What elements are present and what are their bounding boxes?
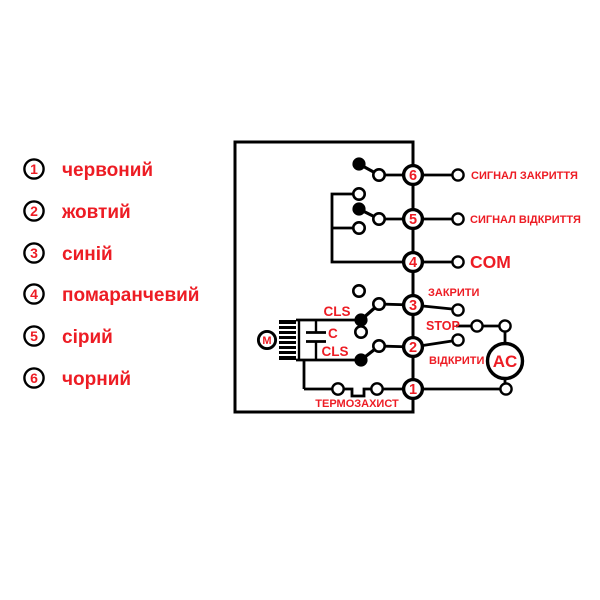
contact-cls-top-open — [351, 283, 366, 298]
ac-source-symbol: AC — [485, 341, 525, 381]
color-legend: 1 червоний 2 жовтий 3 синій 4 помаранчев… — [23, 158, 200, 390]
actuator-enclosure-box — [233, 140, 415, 414]
terminal-1: 1 — [401, 377, 425, 401]
legend-item-2: 2 жовтий — [23, 200, 131, 223]
pivot-cls-top — [371, 296, 386, 311]
legend-label: жовтий — [61, 202, 131, 223]
terminal-circle — [401, 163, 425, 187]
terminal-circle — [401, 207, 425, 231]
terminal-6: 6 — [401, 163, 425, 187]
legend-number: 6 — [30, 370, 38, 386]
terminal-number: 6 — [409, 168, 417, 184]
contact-ac-bottom — [499, 382, 513, 396]
contact-stop-left — [470, 319, 484, 333]
contact-switch5-lower — [351, 221, 366, 236]
legend-label: помаранчевий — [62, 285, 200, 306]
label-signal-close: СИГНАЛ ЗАКРИТТЯ — [471, 170, 578, 182]
terminal-2: 2 — [401, 335, 425, 359]
label-cls-top: CLS — [324, 304, 351, 319]
ac-label: AC — [493, 352, 518, 371]
legend-number-circle — [23, 367, 45, 389]
legend-label: сірий — [62, 327, 113, 348]
contact-signal-open — [451, 212, 465, 226]
terminal-circle — [401, 335, 425, 359]
motor-label: M — [262, 335, 271, 347]
label-signal-open: СИГНАЛ ВІДКРИТТЯ — [470, 214, 581, 226]
legend-item-6: 6 чорний — [23, 367, 131, 390]
legend-number: 3 — [30, 245, 38, 261]
legend-label: синій — [62, 244, 113, 265]
terminal-5: 5 — [401, 207, 425, 231]
legend-item-5: 5 сірий — [23, 325, 113, 348]
wire-thermal-protector — [304, 387, 413, 398]
legend-number-circle — [23, 158, 45, 180]
terminal-number: 1 — [409, 382, 417, 398]
label-close: ЗАКРИТИ — [428, 287, 480, 299]
contact-open — [451, 333, 465, 347]
terminal-number: 5 — [409, 212, 417, 228]
contact-thermal-right — [370, 382, 384, 396]
label-cls-bottom: CLS — [322, 344, 349, 359]
legend-number-circle — [23, 200, 45, 222]
legend-number: 4 — [30, 286, 38, 302]
motor-winding — [279, 320, 296, 360]
legend-number-circle — [23, 325, 45, 347]
terminal-circle — [401, 377, 425, 401]
terminal-circle — [401, 250, 425, 274]
contact-thermal-left — [331, 382, 345, 396]
legend-label: чорний — [62, 369, 131, 390]
terminal-3: 3 — [401, 293, 425, 317]
terminal-4: 4 — [401, 250, 425, 274]
legend-label: червоний — [62, 160, 153, 181]
label-stop: STOP — [426, 319, 460, 333]
winding-stripes — [279, 324, 296, 356]
motor-circle — [256, 329, 278, 351]
legend-item-4: 4 помаранчевий — [23, 283, 200, 306]
contact-switch5-upper — [351, 187, 366, 202]
terminal-number: 2 — [409, 340, 417, 356]
moving-contact-cls-bottom — [354, 353, 368, 367]
terminal-number: 3 — [409, 298, 417, 314]
label-open: ВІДКРИТИ — [429, 355, 485, 367]
legend-number: 5 — [30, 328, 38, 344]
contacts — [331, 157, 513, 396]
pivot-switch-6 — [371, 168, 386, 183]
contact-close — [451, 303, 465, 317]
schematic-labels: СИГНАЛ ЗАКРИТТЯ СИГНАЛ ВІДКРИТТЯ COM ЗАК… — [315, 170, 581, 410]
contact-cls-bottom-open — [353, 324, 368, 339]
label-com: COM — [470, 252, 511, 272]
motor-symbol: M — [256, 329, 278, 351]
pivot-switch-5 — [371, 212, 386, 227]
pivot-cls-bottom — [371, 338, 386, 353]
legend-number-circle — [23, 283, 45, 305]
label-thermal: ТЕРМОЗАХИСТ — [315, 398, 399, 410]
terminal-strip: 6 5 4 3 2 1 — [401, 163, 425, 401]
terminal-circle — [401, 293, 425, 317]
legend-item-3: 3 синій — [23, 242, 113, 265]
terminal-number: 4 — [409, 255, 417, 271]
legend-item-1: 1 червоний — [23, 158, 153, 181]
moving-contact-switch5 — [352, 202, 366, 216]
ac-circle — [485, 341, 525, 381]
label-capacitor: C — [328, 326, 338, 341]
legend-number-circle — [23, 242, 45, 264]
moving-contact-switch6 — [352, 157, 366, 171]
legend-number: 1 — [30, 161, 38, 177]
legend-number: 2 — [30, 203, 38, 219]
contact-com — [451, 255, 465, 269]
contact-stop-right — [498, 319, 512, 333]
moving-contact-cls-top — [354, 313, 368, 327]
contact-signal-close — [451, 168, 465, 182]
